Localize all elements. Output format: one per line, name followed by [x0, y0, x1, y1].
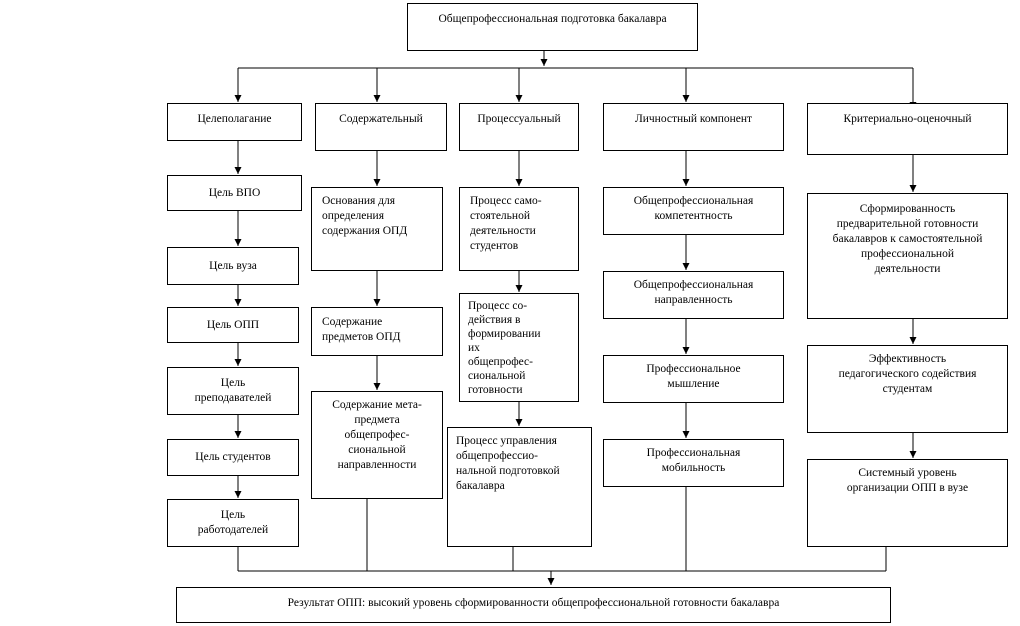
root-label: Общепрофессиональная подготовка бакалавр… — [438, 13, 667, 25]
thinking-label: Профессиональное мышление — [646, 363, 741, 390]
opd-foundations-label: Основания для определения содержания ОПД — [322, 195, 408, 237]
competence-label: Общепрофессиональная компетентность — [633, 195, 754, 222]
header-label: Критериально-оценочный — [843, 113, 972, 125]
goal-teachers-label: Цель преподавателей — [194, 377, 272, 404]
meta-subject-box: Содержание мета- предмета общепрофес- си… — [311, 391, 443, 499]
header-personal: Личностный компонент — [603, 103, 784, 151]
opd-subjects-label: Содержание предметов ОПД — [322, 316, 401, 343]
goal-employers-label: Цель работодателей — [197, 509, 269, 536]
system-level-box: Системный уровень организации ОПП в вузе — [807, 459, 1008, 547]
mobility-box: Профессиональная мобильность — [603, 439, 784, 487]
management-label: Процесс управления общепрофессио- нально… — [456, 435, 560, 492]
facilitation-label: Процесс со- действия в формировании их о… — [468, 300, 541, 396]
management-box: Процесс управления общепрофессио- нально… — [447, 427, 592, 547]
orientation-label: Общепрофессиональная направленность — [633, 279, 754, 306]
orientation-box: Общепрофессиональная направленность — [603, 271, 784, 319]
effectiveness-box: Эффективность педагогического содействия… — [807, 345, 1008, 433]
effectiveness-label: Эффективность педагогического содействия… — [838, 353, 977, 395]
opd-subjects-box: Содержание предметов ОПД — [311, 307, 443, 356]
goal-teachers-box: Цель преподавателей — [167, 367, 299, 415]
result-box: Результат ОПП: высокий уровень сформиров… — [176, 587, 891, 623]
goal-students-label: Цель студентов — [195, 451, 271, 463]
goal-vpo-box: Цель ВПО — [167, 175, 302, 211]
header-procedural: Процессуальный — [459, 103, 579, 151]
readiness-box: Сформированность предварительной готовно… — [807, 193, 1008, 319]
header-goal-setting: Целеполагание — [167, 103, 302, 141]
result-label: Результат ОПП: высокий уровень сформиров… — [287, 597, 780, 609]
thinking-box: Профессиональное мышление — [603, 355, 784, 403]
meta-subject-label: Содержание мета- предмета общепрофес- си… — [332, 399, 422, 471]
goal-opp-box: Цель ОПП — [167, 307, 299, 343]
opd-foundations-box: Основания для определения содержания ОПД — [311, 187, 443, 271]
header-label: Содержательный — [339, 113, 423, 125]
goal-opp-label: Цель ОПП — [206, 318, 260, 331]
header-label: Процессуальный — [477, 113, 561, 125]
facilitation-box: Процесс со- действия в формировании их о… — [459, 293, 579, 402]
goal-students-box: Цель студентов — [167, 439, 299, 476]
readiness-label: Сформированность предварительной готовно… — [832, 203, 983, 275]
header-criteria: Критериально-оценочный — [807, 103, 1008, 155]
mobility-label: Профессиональная мобильность — [646, 447, 741, 474]
competence-box: Общепрофессиональная компетентность — [603, 187, 784, 235]
self-activity-box: Процесс само- стоятельной деятельности с… — [459, 187, 579, 271]
root-box: Общепрофессиональная подготовка бакалавр… — [407, 3, 698, 51]
goal-university-label: Цель вуза — [209, 259, 257, 272]
header-content: Содержательный — [315, 103, 447, 151]
self-activity-label: Процесс само- стоятельной деятельности с… — [470, 195, 542, 252]
goal-university-box: Цель вуза — [167, 247, 299, 285]
header-label: Личностный компонент — [634, 113, 753, 125]
header-label: Целеполагание — [197, 113, 272, 125]
system-level-label: Системный уровень организации ОПП в вузе — [846, 467, 969, 494]
goal-vpo-label: Цель ВПО — [208, 186, 261, 199]
goal-employers-box: Цель работодателей — [167, 499, 299, 547]
